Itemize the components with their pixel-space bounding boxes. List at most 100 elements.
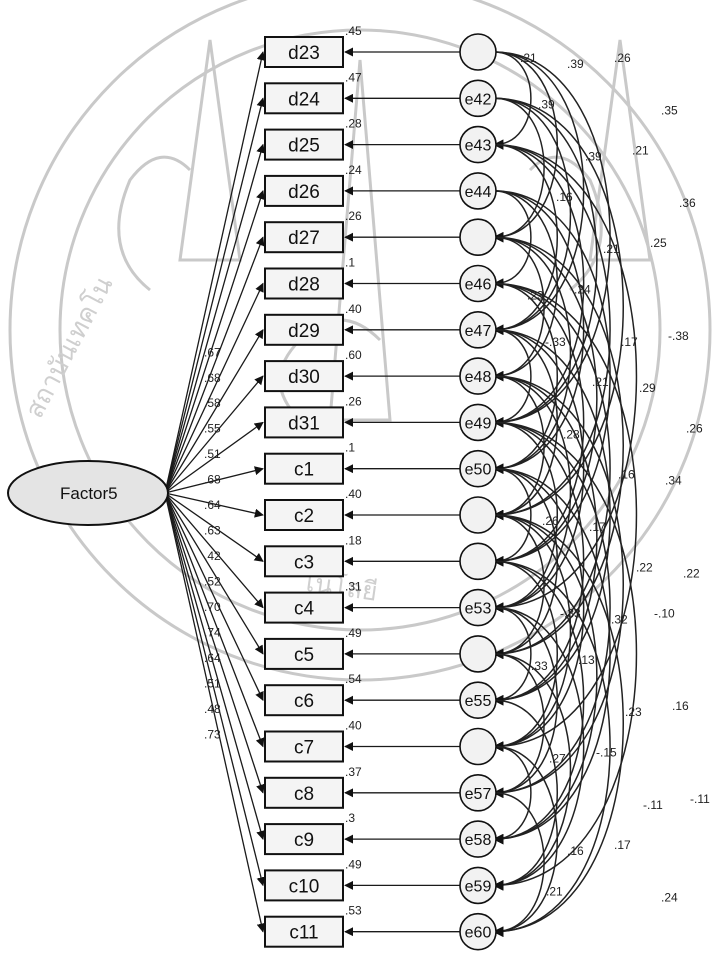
variable-label: c9: [294, 830, 314, 851]
loading-label: .63: [204, 524, 221, 538]
loading-label: .48: [204, 702, 221, 716]
covariance-label: .24: [661, 890, 678, 904]
loading-label: .73: [204, 727, 221, 741]
observed-variable: c7: [265, 732, 343, 762]
observed-variable: d28: [265, 269, 343, 299]
observed-variable: d30: [265, 361, 343, 391]
variable-label: c10: [289, 876, 320, 897]
loading-label: .74: [204, 625, 221, 639]
observed-variable: c3: [265, 546, 343, 576]
error-covariance-curves: [494, 52, 636, 932]
covariance-label: .17: [614, 838, 631, 852]
variable-label: c5: [294, 645, 314, 666]
r-squared-label: .49: [345, 626, 362, 640]
variable-label: c2: [294, 506, 314, 527]
error-term: e58: [460, 821, 496, 857]
r-squared-label: .40: [345, 302, 362, 316]
error-term: [460, 219, 496, 255]
error-term: e60: [460, 914, 496, 950]
covariance-label: .39: [538, 97, 555, 111]
covariance-label: .28: [563, 427, 580, 441]
covariance-label: -.33: [545, 335, 566, 349]
loading-label: .68: [204, 371, 221, 385]
error-term: e59: [460, 867, 496, 903]
error-circle: [460, 729, 496, 765]
error-circle: [460, 34, 496, 70]
error-term: [460, 636, 496, 672]
observed-variable: d25: [265, 130, 343, 160]
error-term: e50: [460, 451, 496, 487]
observed-variable: d29: [265, 315, 343, 345]
r-squared-label: .37: [345, 765, 362, 779]
variable-label: c6: [294, 691, 314, 712]
covariance-label: .25: [650, 236, 667, 250]
error-circle: [460, 497, 496, 533]
covariance-label: -.11: [643, 798, 663, 812]
error-term: e48: [460, 358, 496, 394]
covariance-label: -.15: [596, 746, 617, 760]
error-label: e46: [465, 277, 492, 294]
variable-label: c8: [294, 784, 314, 805]
error-term: e47: [460, 312, 496, 348]
r-squared-label: .24: [345, 163, 362, 177]
covariance-label: -.10: [654, 607, 675, 621]
error-term: e43: [460, 127, 496, 163]
covariance-label: .22: [636, 560, 653, 574]
variable-label: c7: [294, 738, 314, 759]
covariance-label: .34: [665, 474, 682, 488]
loading-label: .67: [204, 345, 221, 359]
covariance-label: .21: [546, 884, 563, 898]
loading-path: [165, 284, 263, 494]
loading-label: .64: [204, 651, 221, 665]
covariance-label: .35: [661, 103, 678, 117]
r-squared-label: .26: [345, 209, 362, 223]
r-squared-label: .45: [345, 24, 362, 38]
error-label: e55: [465, 693, 492, 710]
watermark-seal: สถาบันเทคโน โนโลยี: [10, 0, 710, 680]
variable-label: d31: [288, 413, 320, 434]
error-label: e47: [465, 323, 492, 340]
variable-label: d26: [288, 182, 320, 203]
loading-label: .55: [204, 422, 221, 436]
r-squared-label: .28: [345, 117, 362, 131]
observed-variable: c10: [265, 870, 343, 900]
variable-label: d23: [288, 43, 320, 64]
r-squared-label: .54: [345, 672, 362, 686]
r-squared-label: .26: [345, 394, 362, 408]
covariance-label: .16: [618, 468, 635, 482]
covariance-label: .21: [603, 242, 620, 256]
variable-label: d30: [288, 367, 320, 388]
r-squared-label: .49: [345, 857, 362, 871]
error-term: e53: [460, 590, 496, 626]
loading-label: .52: [204, 574, 221, 588]
error-label: e42: [465, 91, 492, 108]
r-squared-label: .60: [345, 348, 362, 362]
loading-label: .51: [204, 447, 221, 461]
covariance-label: .24: [574, 283, 591, 297]
covariance-label: .27: [549, 752, 566, 766]
r-squared-label: .31: [345, 580, 362, 594]
covariance-label: .16: [567, 844, 584, 858]
error-term: e44: [460, 173, 496, 209]
covariance-label: .23: [527, 289, 544, 303]
variable-label: c11: [289, 923, 318, 944]
observed-variable: d26: [265, 176, 343, 206]
error-term: e46: [460, 266, 496, 302]
covariance-label: -.32: [607, 613, 628, 627]
error-term: [460, 34, 496, 70]
covariance-label: .26: [686, 421, 703, 435]
covariance-label: -.33: [560, 607, 581, 621]
observed-variable: c6: [265, 685, 343, 715]
observed-variables: d23d24d25d26d27d28d29d30d31c1c2c3c4c5c6c…: [265, 37, 343, 947]
error-circle: [460, 219, 496, 255]
covariance-label: .16: [672, 699, 689, 713]
variable-label: d24: [288, 89, 320, 110]
loading-label: .51: [204, 676, 221, 690]
loading-path: [165, 145, 263, 493]
covariance-label: .21: [520, 51, 537, 65]
latent-factor: Factor5: [8, 461, 168, 525]
covariance-label: .21: [632, 144, 649, 158]
observed-variable: d23: [265, 37, 343, 67]
error-label: e50: [465, 462, 492, 479]
